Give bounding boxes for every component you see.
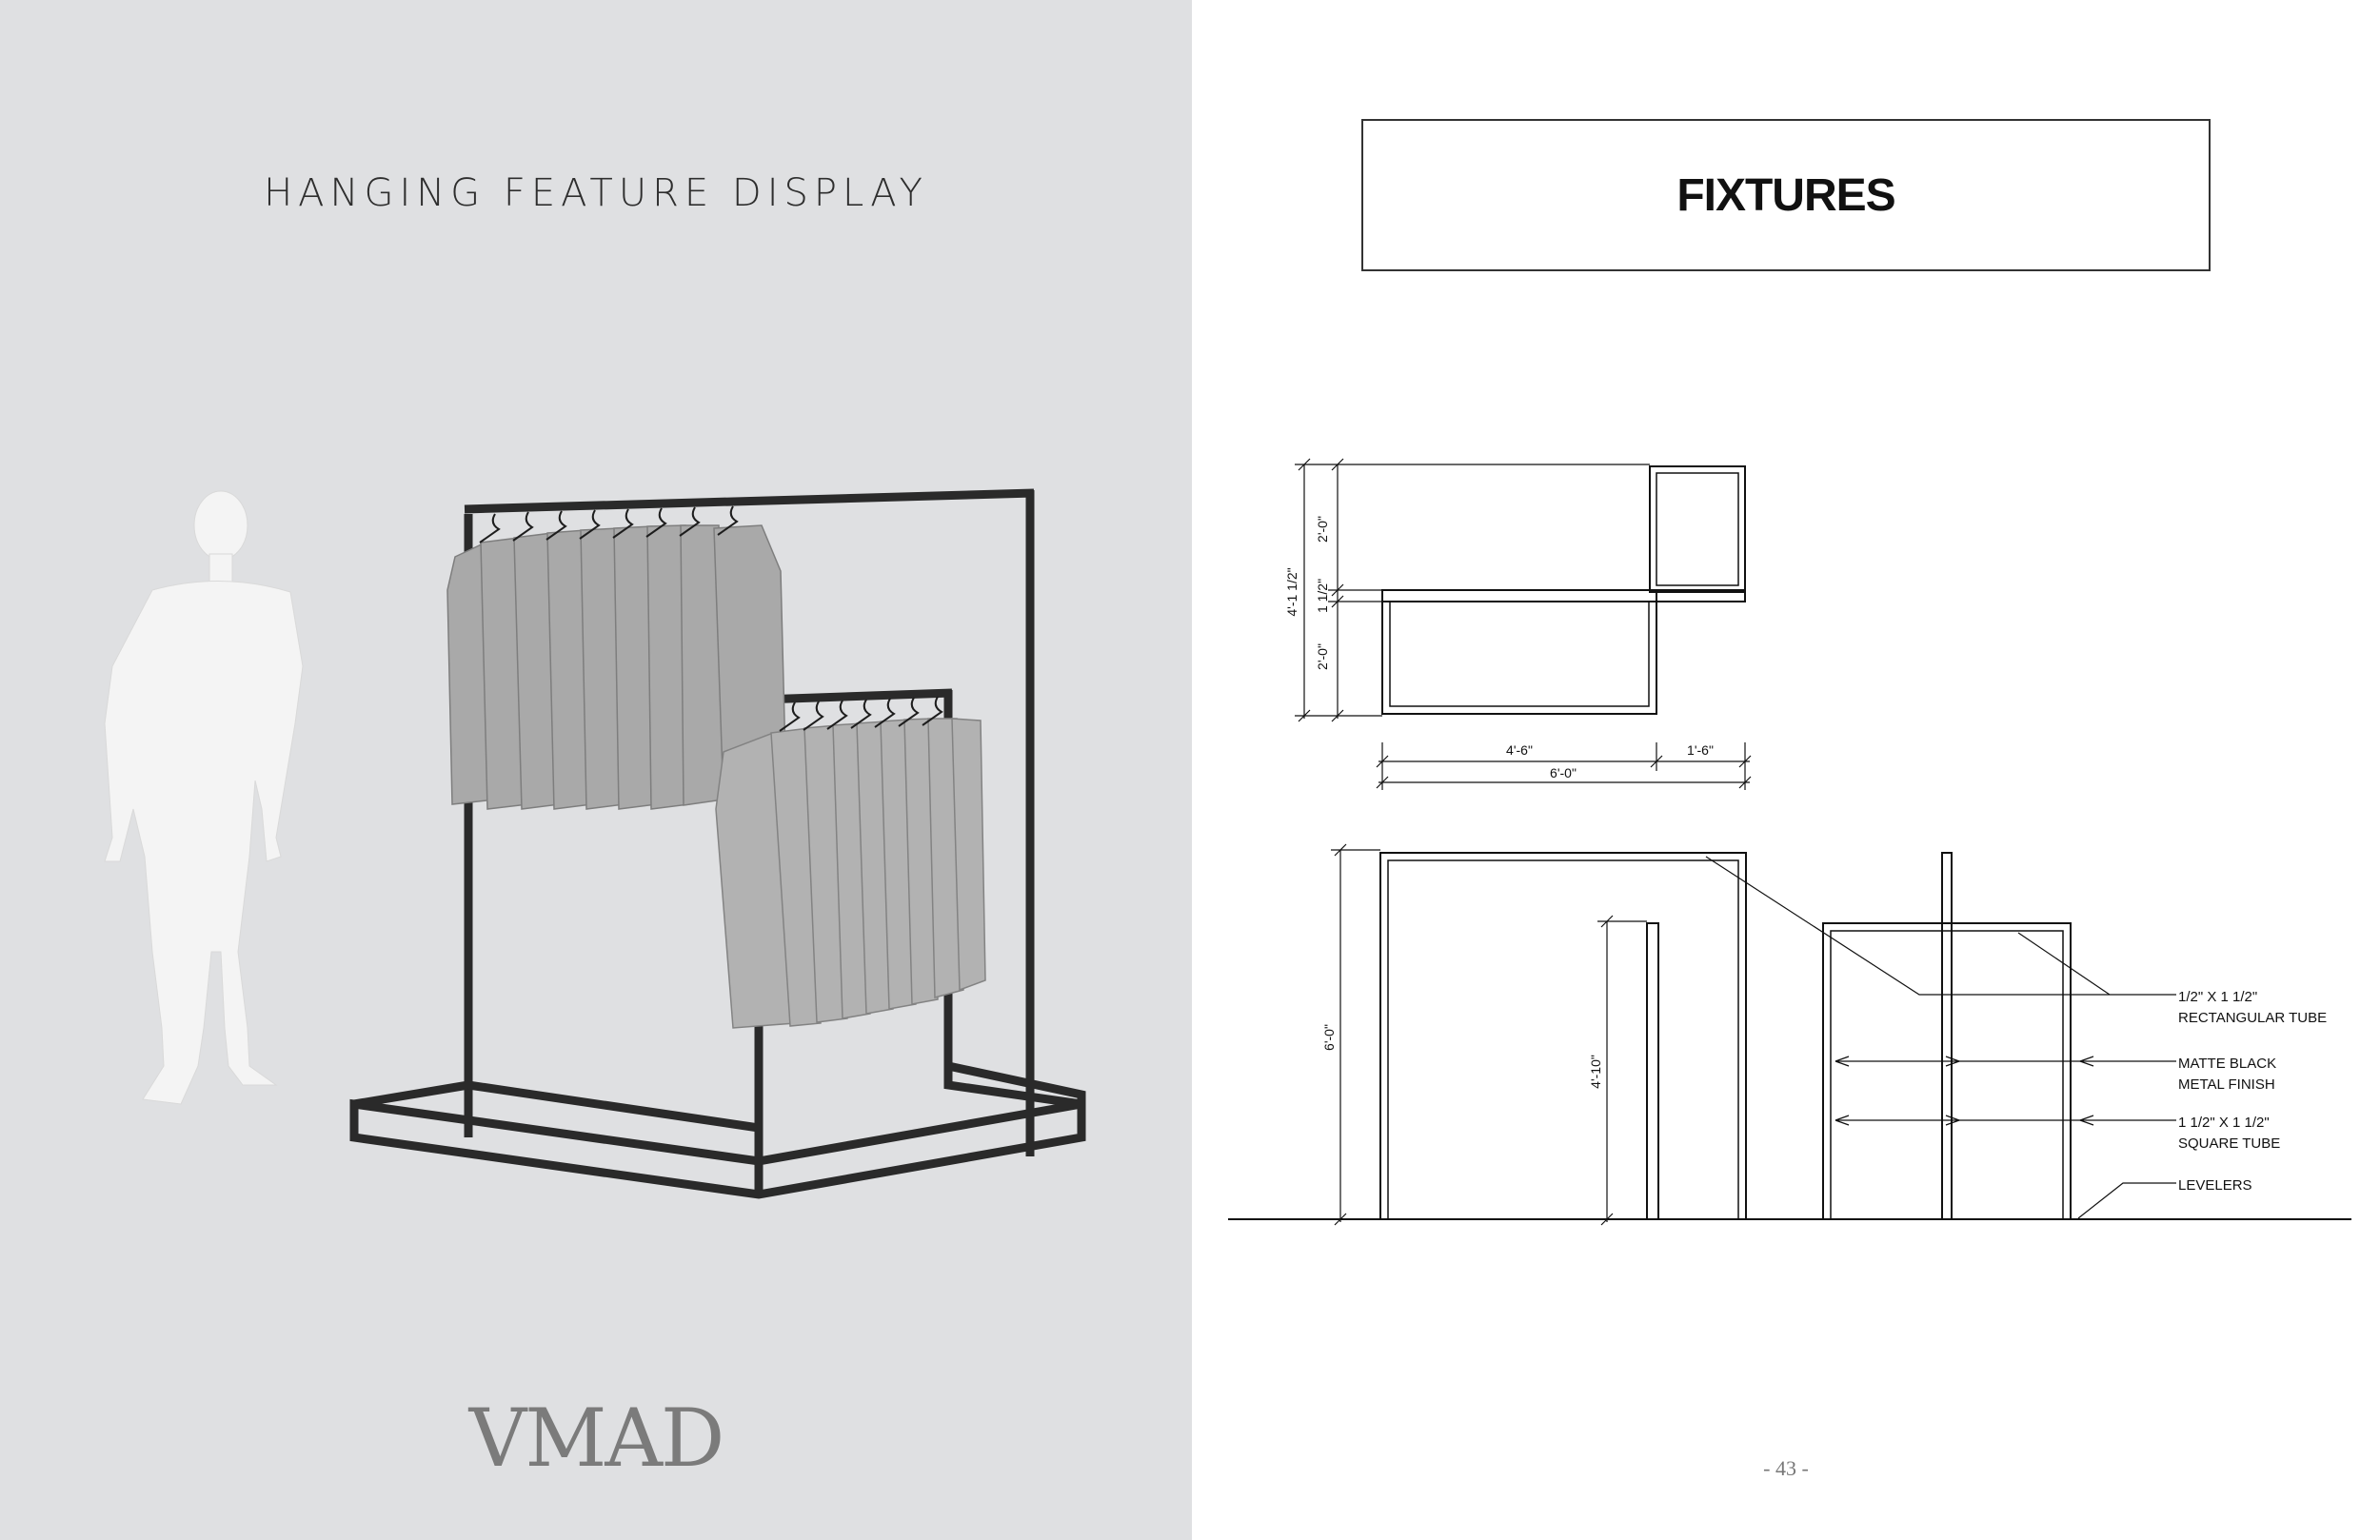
lower-shirts: [715, 718, 986, 1029]
elevation-dimension-labels: 6'-0" 4'-10": [1321, 1024, 1603, 1089]
dim-height-short: 4'-10": [1588, 1055, 1603, 1089]
rack-frame: [349, 488, 1086, 1199]
plan-view: [1381, 465, 1746, 715]
note-square-tube-line2: SQUARE TUBE: [2178, 1135, 2280, 1152]
dim-width-short: 1'-6": [1687, 742, 1714, 758]
dim-width-long: 4'-6": [1506, 742, 1533, 758]
dim-tube: 1 1/2": [1315, 579, 1330, 613]
plan-dimension-lines: [1295, 458, 1752, 790]
callout-notes: 1/2" X 1 1/2" RECTANGULAR TUBE MATTE BLA…: [2178, 989, 2327, 1194]
mannequin-figure: [104, 490, 304, 1105]
fixtures-header-box: FIXTURES: [1361, 119, 2211, 271]
display-title: HANGING FEATURE DISPLAY: [264, 171, 928, 215]
dim-overall-width: 6'-0": [1550, 765, 1577, 780]
dim-depth-top: 2'-0": [1315, 516, 1330, 543]
elevation-dimension-lines: [1331, 843, 1647, 1226]
rack-illustration: [104, 488, 1086, 1199]
note-rect-tube-line2: RECTANGULAR TUBE: [2178, 1010, 2327, 1026]
dim-overall-depth: 4'-1 1/2": [1284, 567, 1299, 616]
note-square-tube-line1: 1 1/2" X 1 1/2": [2178, 1115, 2270, 1131]
vmad-logo: VMAD: [468, 1392, 725, 1485]
plan-dimension-labels: 2'-0" 1 1/2" 2'-0" 4'-1 1/2" 4'-6" 1'-6"…: [1284, 516, 1714, 780]
note-finish-line2: METAL FINISH: [2178, 1076, 2275, 1093]
lower-hangers: [779, 696, 943, 732]
note-levelers: LEVELERS: [2178, 1177, 2252, 1194]
fixtures-title: FIXTURES: [1676, 169, 1895, 221]
left-page: HANGING FEATURE DISPLAY: [0, 0, 1192, 1540]
note-rect-tube-line1: 1/2" X 1 1/2": [2178, 989, 2257, 1005]
upper-shirts: [446, 524, 787, 810]
leader-lines: [1705, 856, 2176, 1219]
upper-hangers: [479, 505, 739, 543]
right-page: [1192, 0, 2380, 1540]
front-elevation: [1379, 852, 1747, 1220]
page-number: - 43 -: [1763, 1456, 1809, 1480]
side-elevation: [1822, 852, 2072, 1220]
dim-depth-bottom: 2'-0": [1315, 643, 1330, 670]
dim-height-tall: 6'-0": [1321, 1024, 1337, 1051]
note-finish-line1: MATTE BLACK: [2178, 1056, 2276, 1072]
